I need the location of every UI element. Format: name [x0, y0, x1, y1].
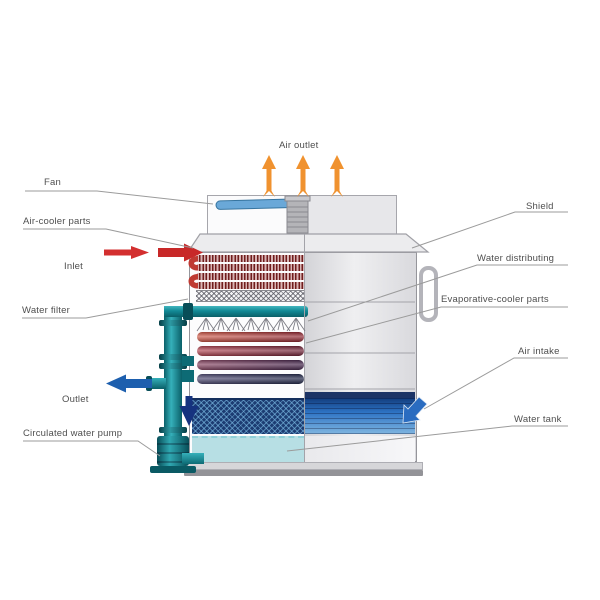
air-intake-louvers — [304, 398, 415, 434]
air-intake-mesh — [192, 398, 304, 434]
pipe-wall-flange — [183, 303, 193, 320]
pipe-flange — [159, 354, 187, 360]
outlet-tee-stub — [150, 378, 166, 389]
label-shield: Shield — [526, 201, 554, 212]
air-cooler-coil-row — [196, 273, 304, 280]
pipe-flange — [159, 320, 187, 326]
tower-base-shadow — [184, 470, 423, 476]
pipe-flange — [159, 427, 187, 433]
air-outlet-arrows-icon — [262, 155, 344, 197]
pipe-wall-stub — [182, 356, 194, 366]
pipe-flange — [159, 363, 187, 369]
evaporative-tube — [197, 332, 304, 342]
tower-base — [184, 462, 423, 470]
water-tank-casing — [304, 436, 415, 462]
label-inlet: Inlet — [64, 261, 83, 272]
air-intake-louver-frame — [304, 392, 415, 398]
water-filter-strip — [196, 290, 304, 302]
label-evaporative-cooler-parts: Evaporative-cooler parts — [441, 294, 549, 305]
label-outlet: Outlet — [62, 394, 89, 405]
access-handle-icon — [419, 266, 438, 322]
evaporative-tube — [197, 374, 304, 384]
evaporative-tube — [197, 360, 304, 370]
label-circulated-water-pump: Circulated water pump — [23, 428, 123, 439]
label-fan: Fan — [44, 177, 61, 188]
evaporative-tube — [197, 346, 304, 356]
pump-base — [150, 466, 196, 473]
label-water-filter: Water filter — [22, 305, 70, 316]
water-tank-water — [192, 436, 304, 462]
air-cooler-coil-row — [196, 264, 304, 271]
shield-rim — [186, 233, 430, 253]
label-water-distributing: Water distributing — [477, 253, 555, 264]
outlet-tee-flange — [146, 376, 152, 391]
pump-suction-stub — [182, 453, 204, 464]
water-distribution-pipe — [186, 306, 308, 317]
label-air-outlet: Air outlet — [279, 140, 319, 151]
label-air-cooler-parts: Air-cooler parts — [23, 216, 91, 227]
label-water-tank: Water tank — [514, 414, 562, 425]
label-air-intake: Air intake — [518, 346, 560, 357]
fan-cowl — [207, 195, 397, 235]
air-cooler-coil-row — [196, 255, 304, 262]
pipe-wall-stub — [182, 370, 194, 382]
air-cooler-coil-row — [196, 282, 304, 289]
